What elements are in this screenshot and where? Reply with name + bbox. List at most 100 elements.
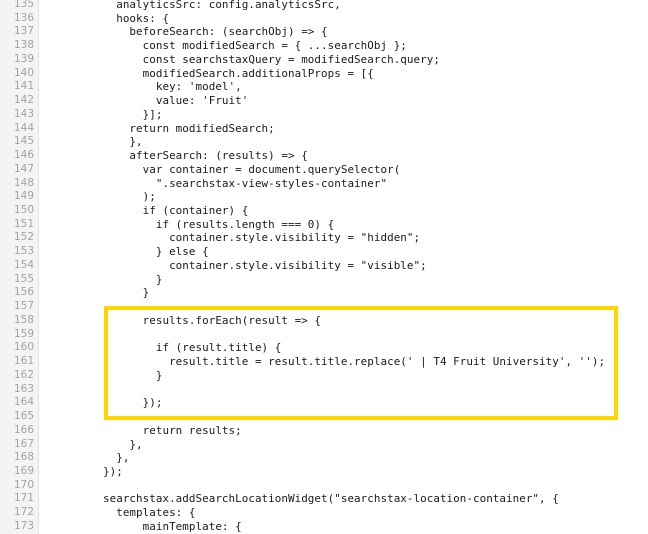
line-text: value: 'Fruit': [103, 94, 249, 108]
line-text: },: [103, 437, 143, 451]
line-number: 164: [13, 396, 34, 409]
code-line[interactable]: 164 });: [0, 396, 648, 410]
code-line[interactable]: 145 },: [0, 135, 648, 149]
line-number: 146: [13, 149, 34, 162]
code-line[interactable]: 163: [0, 383, 648, 397]
line-number: 141: [13, 80, 34, 93]
line-text: mainTemplate: {: [103, 519, 242, 533]
code-line[interactable]: 162 }: [0, 369, 648, 383]
line-text: hooks: {: [103, 11, 170, 25]
line-text: return results;: [103, 423, 242, 437]
code-line[interactable]: 166 return results;: [0, 424, 648, 438]
line-number: 157: [13, 300, 34, 313]
line-number: 142: [13, 94, 34, 107]
line-text: },: [103, 135, 143, 149]
line-number: 139: [13, 52, 34, 65]
code-line[interactable]: 155 }: [0, 273, 648, 287]
code-line[interactable]: 140 modifiedSearch.additionalProps = [{: [0, 67, 648, 81]
line-number: 152: [13, 231, 34, 244]
code-line[interactable]: 135 analyticsSrc: config.analyticsSrc,: [0, 0, 648, 12]
line-number: 158: [13, 313, 34, 326]
code-line[interactable]: 157: [0, 300, 648, 314]
line-text: },: [103, 451, 130, 465]
code-line[interactable]: 152 container.style.visibility = "hidden…: [0, 231, 648, 245]
line-number: 166: [13, 423, 34, 436]
code-line[interactable]: 137 beforeSearch: (searchObj) => {: [0, 25, 648, 39]
line-number: 150: [13, 204, 34, 217]
code-line[interactable]: 159: [0, 328, 648, 342]
line-number: 171: [13, 492, 34, 505]
code-line[interactable]: 139 const searchstaxQuery = modifiedSear…: [0, 53, 648, 67]
line-number: 153: [13, 245, 34, 258]
line-number: 155: [13, 272, 34, 285]
code-line[interactable]: 141 key: 'model',: [0, 80, 648, 94]
line-text: afterSearch: (results) => {: [103, 149, 308, 163]
line-text: } else {: [103, 245, 209, 259]
line-number: 135: [13, 0, 34, 10]
line-text: templates: {: [103, 506, 196, 520]
code-line[interactable]: 146 afterSearch: (results) => {: [0, 149, 648, 163]
code-line[interactable]: 169});: [0, 465, 648, 479]
line-number: 173: [13, 519, 34, 532]
code-line[interactable]: 165: [0, 410, 648, 424]
line-number: 161: [13, 355, 34, 368]
line-number: 167: [13, 437, 34, 450]
line-text: }];: [103, 107, 163, 121]
line-number: 149: [13, 190, 34, 203]
code-line[interactable]: 144 return modifiedSearch;: [0, 122, 648, 136]
line-number: 170: [13, 478, 34, 491]
line-number: 147: [13, 162, 34, 175]
line-text: }: [103, 368, 163, 382]
code-line[interactable]: 170: [0, 479, 648, 493]
line-text: var container = document.querySelector(: [103, 162, 401, 176]
code-line[interactable]: 142 value: 'Fruit': [0, 94, 648, 108]
line-text: result.title = result.title.replace(' | …: [103, 355, 606, 369]
code-line[interactable]: 158 results.forEach(result => {: [0, 314, 648, 328]
code-line[interactable]: 154 container.style.visibility = "visibl…: [0, 259, 648, 273]
code-line[interactable]: 167 },: [0, 438, 648, 452]
line-text: const modifiedSearch = { ...searchObj };: [103, 39, 407, 53]
code-line[interactable]: 156 }: [0, 286, 648, 300]
code-line[interactable]: 150 if (container) {: [0, 204, 648, 218]
code-line[interactable]: 147 var container = document.querySelect…: [0, 163, 648, 177]
line-text: container.style.visibility = "visible";: [103, 258, 427, 272]
code-line[interactable]: 136 hooks: {: [0, 12, 648, 26]
line-number: 156: [13, 286, 34, 299]
line-number: 169: [13, 464, 34, 477]
line-text: );: [103, 190, 156, 204]
line-text: if (result.title) {: [103, 341, 282, 355]
code-line[interactable]: 148 ".searchstax-view-styles-container": [0, 177, 648, 191]
code-line[interactable]: 168 },: [0, 451, 648, 465]
line-number: 172: [13, 506, 34, 519]
line-text: });: [103, 464, 123, 478]
line-number: 163: [13, 382, 34, 395]
line-number: 162: [13, 368, 34, 381]
line-number-gutter: [0, 0, 39, 534]
line-number: 137: [13, 25, 34, 38]
line-text: return modifiedSearch;: [103, 121, 275, 135]
code-line[interactable]: 161 result.title = result.title.replace(…: [0, 355, 648, 369]
line-number: 144: [13, 121, 34, 134]
line-text: beforeSearch: (searchObj) => {: [103, 25, 328, 39]
code-line[interactable]: 160 if (result.title) {: [0, 341, 648, 355]
line-text: analyticsSrc: config.analyticsSrc,: [103, 0, 341, 11]
code-line[interactable]: 138 const modifiedSearch = { ...searchOb…: [0, 39, 648, 53]
line-number: 151: [13, 217, 34, 230]
line-number: 168: [13, 451, 34, 464]
line-text: });: [103, 396, 163, 410]
code-line[interactable]: 173 mainTemplate: {: [0, 520, 648, 534]
code-line[interactable]: 149 );: [0, 190, 648, 204]
code-line[interactable]: 151 if (results.length === 0) {: [0, 218, 648, 232]
line-number: 159: [13, 327, 34, 340]
line-text: if (container) {: [103, 204, 249, 218]
code-line[interactable]: 172 templates: {: [0, 506, 648, 520]
line-text: ".searchstax-view-styles-container": [103, 176, 388, 190]
line-text: key: 'model',: [103, 80, 242, 94]
line-number: 148: [13, 176, 34, 189]
code-line[interactable]: 153 } else {: [0, 245, 648, 259]
line-number: 165: [13, 410, 34, 423]
code-line[interactable]: 143 }];: [0, 108, 648, 122]
